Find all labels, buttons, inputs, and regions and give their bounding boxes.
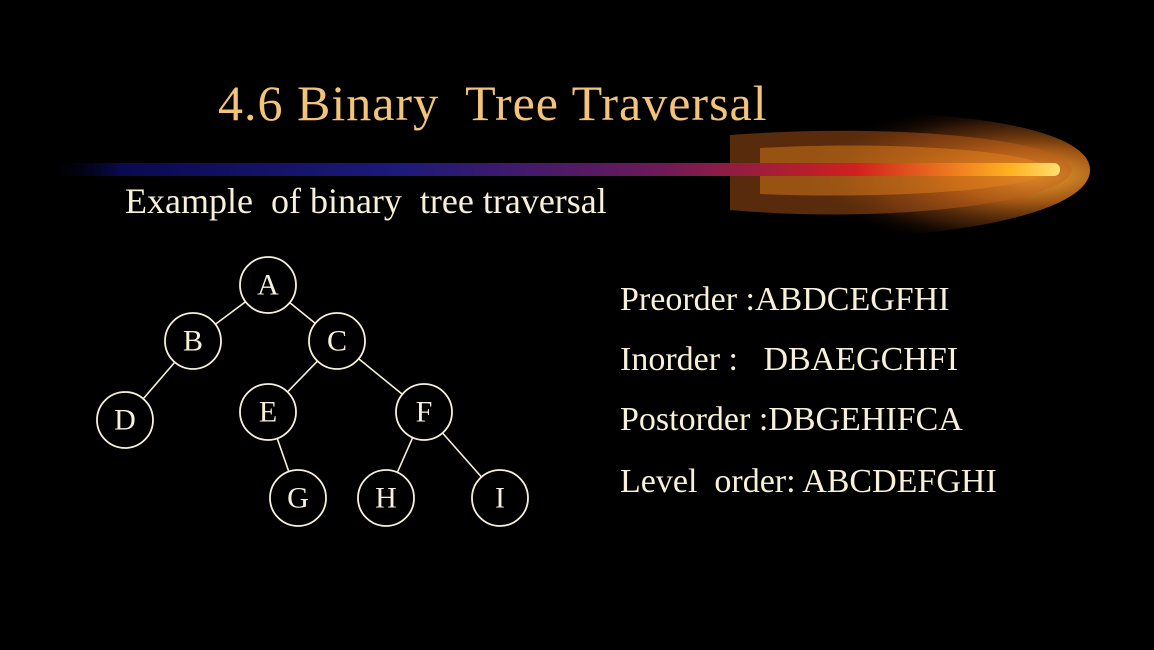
tree-node-circle <box>357 469 415 527</box>
tree-node-circle <box>239 383 297 441</box>
tree-node-d: D <box>96 391 154 449</box>
level-order-text: Level order: ABCDEFGHI <box>620 463 997 500</box>
tree-node-f: F <box>395 383 453 441</box>
tree-node-circle <box>395 383 453 441</box>
tree-node-circle <box>96 391 154 449</box>
tree-node-b: B <box>164 312 222 370</box>
tree-node-circle <box>164 312 222 370</box>
tree-edge-c-e <box>286 360 319 393</box>
tree-node-g: G <box>269 469 327 527</box>
tree-node-label: G <box>287 482 309 515</box>
tree-node-i: I <box>471 469 529 527</box>
tree-node-label: E <box>259 396 277 429</box>
tree-node-c: C <box>308 312 366 370</box>
tree-edge-e-g <box>276 438 290 472</box>
tree-node-label: C <box>327 325 347 358</box>
tree-node-circle <box>471 469 529 527</box>
tree-edge-f-i <box>441 432 483 478</box>
inorder-text: Inorder : DBAEGCHFI <box>620 341 959 378</box>
tree-node-label: A <box>257 269 279 302</box>
tree-node-h: H <box>357 469 415 527</box>
tree-edge-c-f <box>358 358 403 395</box>
tree-node-e: E <box>239 383 297 441</box>
tree-node-circle <box>239 256 297 314</box>
slide-title: 4.6 Binary Tree Traversal <box>218 75 768 131</box>
postorder-text: Postorder :DBGEHIFCA <box>620 401 963 438</box>
tree-node-label: H <box>375 482 397 515</box>
tree-node-circle <box>308 312 366 370</box>
tree-node-label: I <box>495 482 505 515</box>
tree-node-label: B <box>183 325 203 358</box>
tree-edge-f-h <box>396 437 414 473</box>
tree-edge-a-c <box>289 302 316 324</box>
slide-subtitle: Example of binary tree traversal <box>125 181 607 221</box>
preorder-text: Preorder :ABDCEGFHI <box>620 281 950 318</box>
tree-node-label: D <box>114 404 136 437</box>
tree-node-a: A <box>239 256 297 314</box>
tree-node-circle <box>269 469 327 527</box>
tree-edge-a-b <box>214 301 247 325</box>
tree-node-label: F <box>416 396 433 429</box>
tree-edge-b-d <box>142 361 176 400</box>
